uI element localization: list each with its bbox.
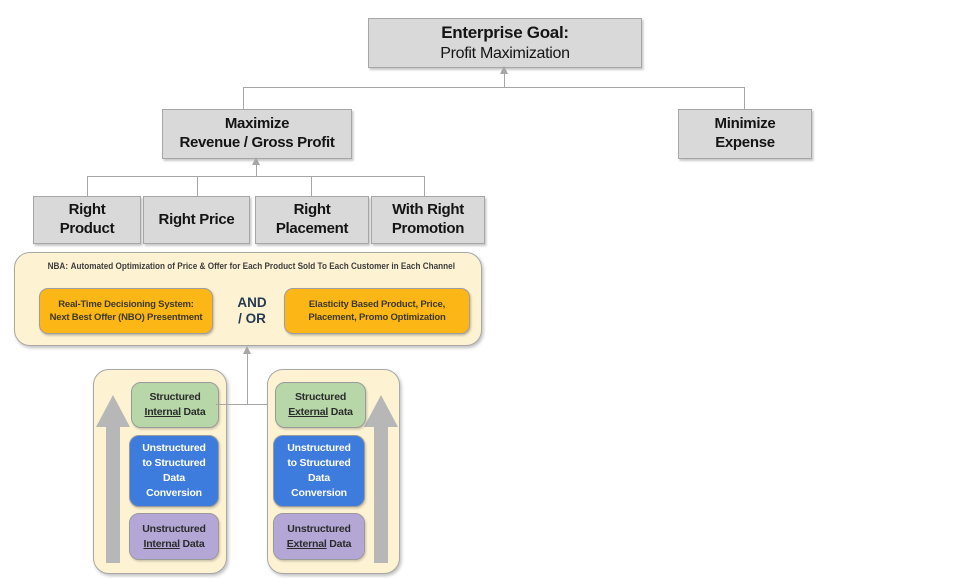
structured-internal-line2: Internal Data	[144, 406, 206, 418]
connector-line	[424, 176, 425, 196]
promotion-line1: With Right	[392, 201, 464, 219]
realtime-decisioning-box: Real-Time Decisioning System: Next Best …	[39, 288, 213, 334]
conv-int-line3: Data	[163, 472, 185, 484]
conversion-external-box: Unstructured to Structured Data Conversi…	[273, 435, 365, 507]
and-or-label: AND / OR	[229, 289, 275, 333]
connector-line	[243, 87, 745, 88]
unstructured-internal-line1: Unstructured	[142, 522, 206, 535]
connector-line	[216, 404, 274, 405]
structured-internal-line1: Structured	[149, 391, 201, 404]
up-arrow-icon	[364, 395, 398, 563]
arrowhead-up-icon	[500, 66, 508, 74]
connector-line	[311, 176, 312, 196]
connector-line	[247, 353, 248, 404]
minimize-expense-box: Minimize Expense	[678, 109, 812, 159]
right-placement-line1: Right	[293, 201, 331, 219]
connector-line	[197, 176, 198, 196]
with-right-promotion-box: With Right Promotion	[371, 196, 485, 244]
structured-external-line2: External Data	[288, 406, 353, 418]
connector-line	[256, 164, 257, 176]
unstructured-internal-line2: Internal Data	[143, 537, 205, 550]
conv-int-line4: Conversion	[146, 487, 202, 500]
or-label: / OR	[238, 311, 266, 326]
nba-container: NBA:Automated Optimization of Price & Of…	[14, 252, 482, 346]
enterprise-goal-title: Enterprise Goal:	[441, 23, 569, 43]
external-data-container: Structured External Data Unstructured to…	[267, 369, 400, 574]
connector-line	[504, 73, 505, 87]
right-price-line1: Right Price	[158, 210, 235, 228]
right-product-line1: Right	[68, 201, 106, 219]
structured-external-line1: Structured	[294, 391, 347, 404]
minimize-line1: Minimize	[714, 115, 776, 133]
nba-title-text: Automated Optimization of Price & Offer …	[70, 261, 455, 272]
realtime-line2: Next Best Offer (NBO) Presentment	[49, 312, 203, 323]
arrowhead-up-icon	[252, 157, 260, 165]
minimize-line2: Expense	[715, 134, 775, 151]
arrowhead-up-icon	[243, 346, 251, 354]
structured-internal-data-box: Structured Internal Data	[131, 382, 219, 428]
right-product-box: Right Product	[33, 196, 141, 244]
unstructured-internal-data-box: Unstructured Internal Data	[129, 513, 219, 560]
conv-ext-line2: to Structured	[287, 456, 351, 469]
conv-ext-line4: Conversion	[291, 487, 347, 500]
connector-line	[87, 176, 425, 177]
structured-external-data-box: Structured External Data	[275, 382, 366, 428]
connector-line	[87, 176, 88, 196]
conversion-internal-box: Unstructured to Structured Data Conversi…	[129, 435, 219, 507]
up-arrow-icon	[96, 395, 130, 563]
nba-title: NBA:Automated Optimization of Price & Of…	[47, 261, 455, 272]
conv-int-line2: to Structured	[142, 456, 206, 469]
and-label: AND	[237, 294, 267, 310]
maximize-line2: Revenue / Gross Profit	[179, 134, 335, 151]
conv-ext-line3: Data	[308, 472, 330, 484]
internal-data-container: Structured Internal Data Unstructured to…	[93, 369, 227, 574]
promotion-line2: Promotion	[391, 220, 465, 237]
realtime-line1: Real-Time Decisioning System:	[58, 298, 194, 310]
unstructured-external-data-box: Unstructured External Data	[273, 513, 365, 560]
nba-label: NBA:	[47, 261, 69, 272]
elasticity-line1: Elasticity Based Product, Price,	[308, 298, 446, 310]
connector-line	[744, 87, 745, 109]
enterprise-goal-subtitle: Profit Maximization	[440, 44, 570, 62]
right-placement-line2: Placement	[275, 220, 349, 237]
unstructured-external-line1: Unstructured	[287, 522, 351, 535]
right-product-line2: Product	[59, 220, 115, 237]
conv-ext-line1: Unstructured	[287, 441, 351, 454]
enterprise-goal-box: Enterprise Goal: Profit Maximization	[368, 18, 642, 68]
right-price-box: Right Price	[143, 196, 250, 244]
unstructured-external-line2: External Data	[286, 537, 352, 550]
maximize-line1: Maximize	[224, 115, 290, 133]
right-placement-box: Right Placement	[255, 196, 369, 244]
connector-line	[243, 87, 244, 109]
maximize-revenue-box: Maximize Revenue / Gross Profit	[162, 109, 352, 159]
elasticity-optimization-box: Elasticity Based Product, Price, Placeme…	[284, 288, 470, 334]
conv-int-line1: Unstructured	[142, 441, 206, 454]
elasticity-line2: Placement, Promo Optimization	[308, 312, 446, 323]
